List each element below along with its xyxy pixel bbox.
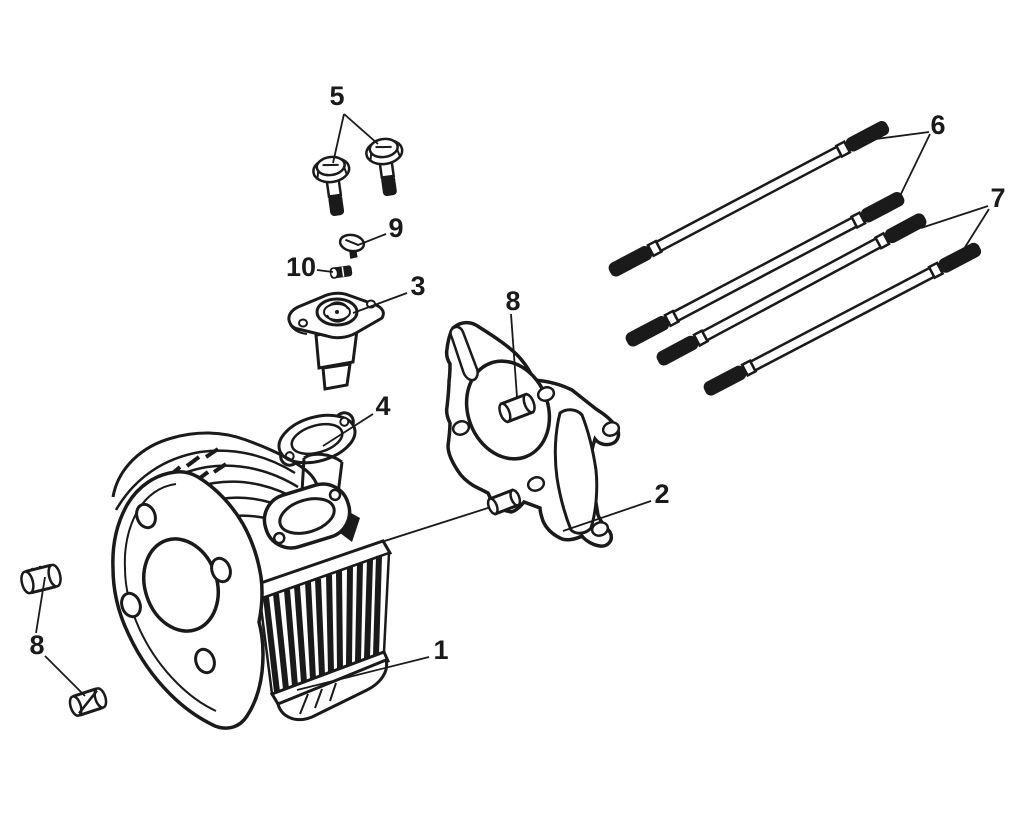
sealing-nut <box>329 265 353 279</box>
callout-label-8[interactable]: 8 <box>29 630 44 660</box>
stud-short-1 <box>656 213 927 366</box>
callout-label-9[interactable]: 9 <box>388 213 403 243</box>
callout-label-10[interactable]: 10 <box>286 252 316 282</box>
leader-line <box>332 113 345 164</box>
gasket-bolt-holes <box>451 386 621 537</box>
side-rail-bottom <box>269 650 391 706</box>
leader-line <box>296 656 430 691</box>
cam-chain-tensioner <box>287 291 385 391</box>
dowel-pin-on-axis <box>486 488 522 516</box>
skirt-hatch <box>299 682 337 715</box>
cylinder-drawing <box>111 431 393 730</box>
tappet-screw <box>338 233 366 259</box>
stud-holes <box>120 502 232 675</box>
callout-label-8[interactable]: 8 <box>505 286 520 316</box>
tensioner-gasket <box>277 411 357 467</box>
leader-line <box>357 233 387 246</box>
callout-layer: 5 9 10 3 8 4 6 7 2 1 8 <box>29 81 1006 697</box>
flange-bolt-right <box>365 137 404 197</box>
stud-long-2 <box>625 191 905 347</box>
leader-line <box>35 576 46 634</box>
leader-line <box>920 205 989 229</box>
callout-label-7[interactable]: 7 <box>990 183 1005 213</box>
leader-line <box>322 413 374 447</box>
cylinder-barrel-outline <box>111 431 320 498</box>
side-fin-hatch <box>263 555 382 693</box>
callout-label-6[interactable]: 6 <box>930 110 945 140</box>
leader-line <box>44 655 86 697</box>
cam-chain-opening <box>553 408 599 535</box>
leader-line <box>343 113 379 145</box>
callout-label-1[interactable]: 1 <box>433 635 448 665</box>
oil-slot-opening <box>449 325 479 382</box>
callout-label-4[interactable]: 4 <box>375 391 390 421</box>
leader-line <box>510 313 518 398</box>
callout-label-3[interactable]: 3 <box>410 271 425 301</box>
dowel-pin-in-gasket <box>498 392 536 424</box>
flange-bolt-left <box>312 155 351 216</box>
dowel-pin-loose-top <box>20 563 62 595</box>
stud-short-2 <box>703 242 982 396</box>
callout-label-2[interactable]: 2 <box>654 479 669 509</box>
leader-line <box>316 269 334 273</box>
leader-line <box>352 292 408 314</box>
leader-line <box>875 131 930 140</box>
leader-line <box>898 133 931 199</box>
callout-label-5[interactable]: 5 <box>329 81 344 111</box>
leader-line <box>961 208 990 253</box>
boss-flange <box>262 482 352 550</box>
dowel-pin-loose-bottom <box>68 687 108 717</box>
stud-long-1 <box>608 121 890 277</box>
leader-line <box>562 500 652 532</box>
